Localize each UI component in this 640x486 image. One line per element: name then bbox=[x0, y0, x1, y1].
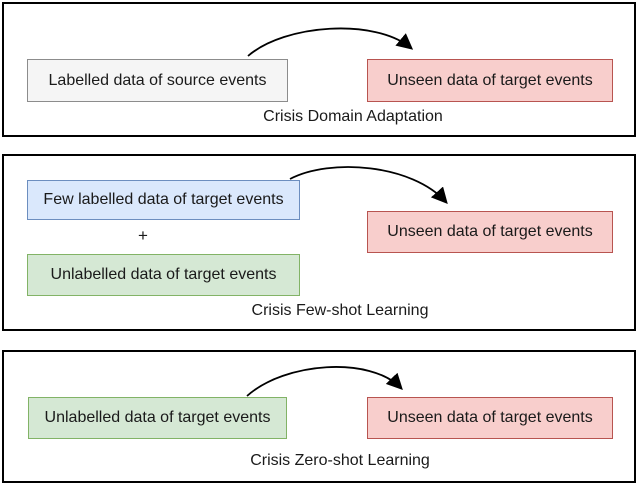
box-unseen-target-events: Unseen data of target events bbox=[367, 211, 613, 253]
box-unlabelled-target-events: Unlabelled data of target events bbox=[27, 254, 300, 296]
panel-caption: Crisis Zero-shot Learning bbox=[250, 452, 430, 469]
panel-caption: Crisis Domain Adaptation bbox=[263, 108, 443, 125]
box-unseen-target-events: Unseen data of target events bbox=[367, 397, 613, 439]
box-label: Unseen data of target events bbox=[387, 71, 593, 89]
box-label: Unlabelled data of target events bbox=[50, 266, 277, 284]
panel-few-shot-learning: Few labelled data of target events + Unl… bbox=[2, 154, 636, 331]
box-label: Labelled data of source events bbox=[48, 71, 267, 89]
box-unlabelled-target-events: Unlabelled data of target events bbox=[28, 397, 287, 439]
plus-sign: + bbox=[138, 226, 148, 245]
panel-caption: Crisis Few-shot Learning bbox=[251, 302, 429, 319]
box-labelled-source-events: Labelled data of source events bbox=[27, 59, 288, 102]
panel-domain-adaptation: Labelled data of source events Unseen da… bbox=[2, 2, 636, 137]
box-label: Few labelled data of target events bbox=[43, 191, 284, 209]
box-label: Unseen data of target events bbox=[387, 223, 593, 241]
panel-zero-shot-learning: Unlabelled data of target events Unseen … bbox=[2, 350, 636, 483]
box-few-labelled-target-events: Few labelled data of target events bbox=[27, 180, 300, 220]
box-label: Unseen data of target events bbox=[387, 409, 593, 427]
box-unseen-target-events: Unseen data of target events bbox=[367, 59, 613, 102]
box-label: Unlabelled data of target events bbox=[44, 409, 271, 427]
